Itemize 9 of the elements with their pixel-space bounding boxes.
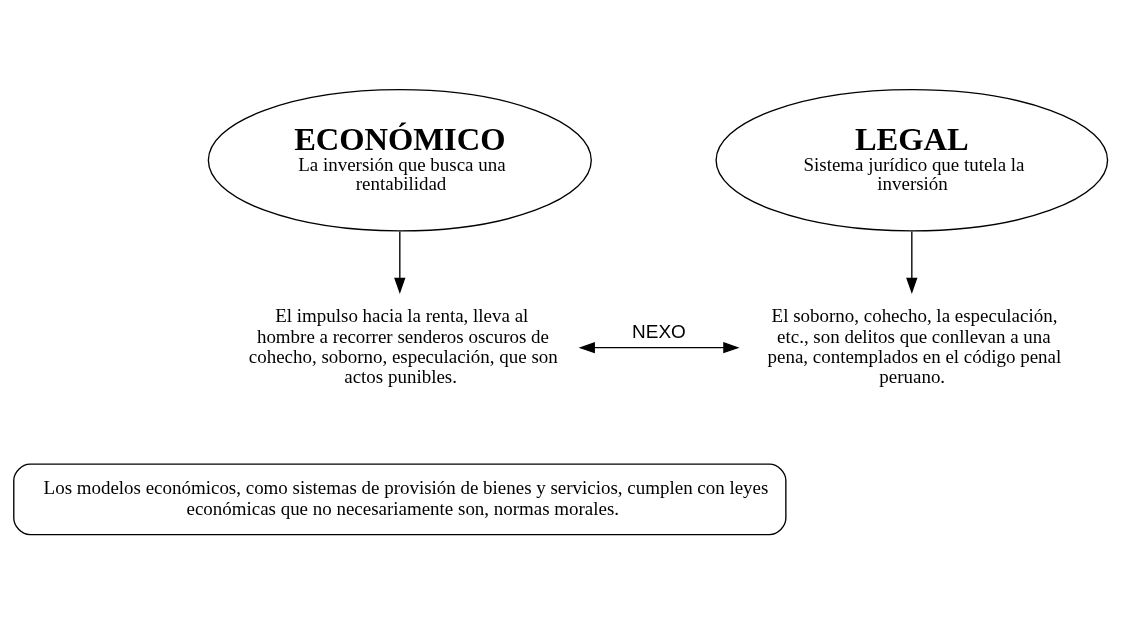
node-ellipse: ECONÓMICO La inversión que busca una rentabilidad [207, 88, 592, 232]
arrow [906, 230, 918, 294]
node-text: El soborno, cohecho, la especulación, etc., son delitos que conllevan a una pena, contemplados en el código penal peruano. [767, 305, 1062, 388]
arrow [578, 341, 740, 354]
edge-label: NEXO [632, 321, 686, 343]
node-text: El impulso hacia la renta, lleva al hombre a recorrer senderos oscuros de cohecho, soborno, especulación, que son actos punibles. [248, 305, 558, 388]
node-ellipse: LEGAL Sistema jurídico que tutela la inversión [715, 88, 1109, 232]
arrow [394, 230, 406, 294]
node-box: Los modelos económicos, como sistemas de provisión de bienes y servicios, cumplen con leyes económicas que no necesariamente son, normas morales. [13, 463, 787, 536]
